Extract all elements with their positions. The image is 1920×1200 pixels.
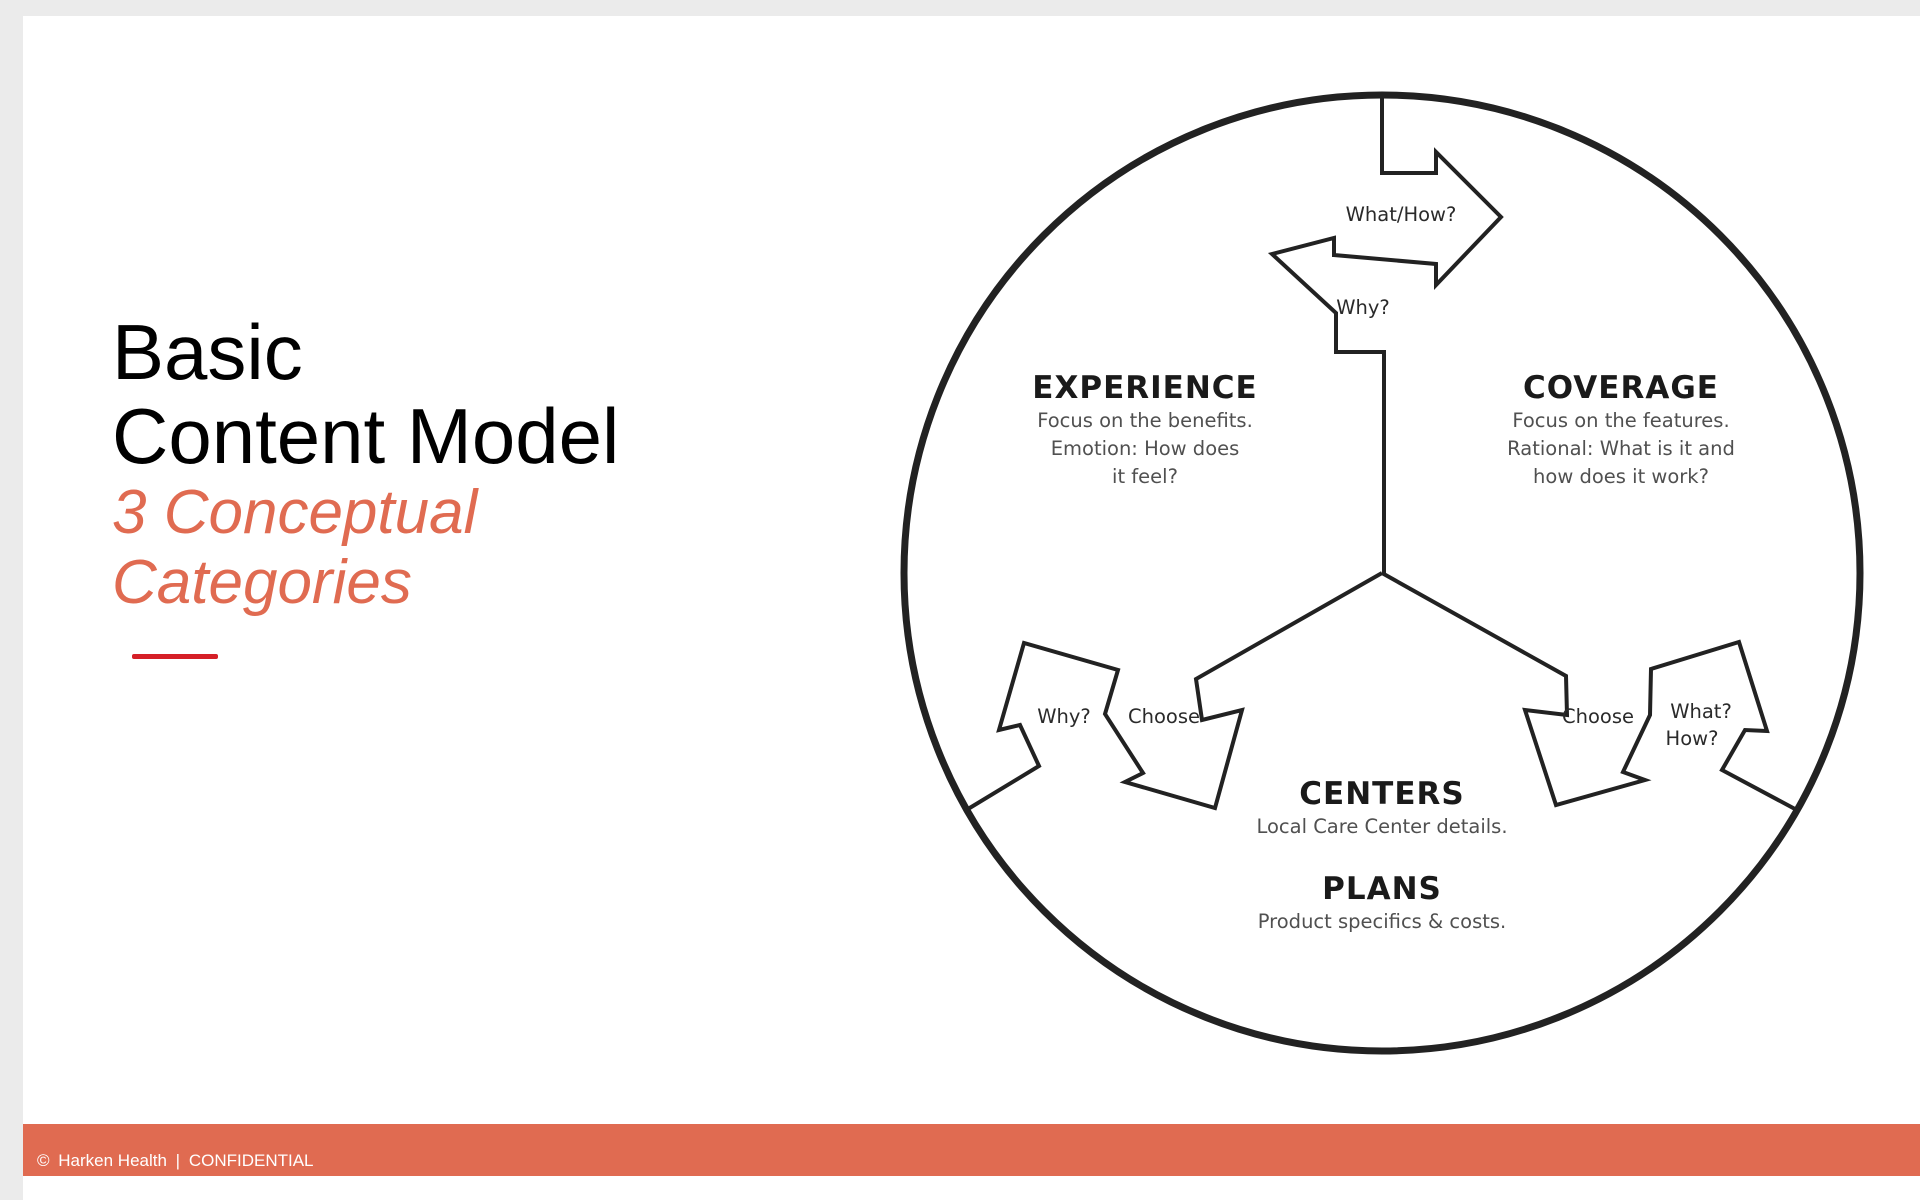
divider-top-arrow-left [1267,235,1386,573]
footer-separator: | [175,1151,181,1170]
arrow-label-choose-left: Choose [1128,705,1200,728]
section-line-experience-1: Focus on the benefits. [1037,409,1253,432]
footer-company: Harken Health [58,1151,167,1170]
divider-right-branch [1381,571,1796,811]
title-line-2: Content Model [112,392,620,480]
slide-canvas [23,16,1920,1200]
subtitle-line-1: 3 Conceptual [112,478,478,547]
arrow-label-how-right: How? [1666,727,1719,750]
section-heading-experience: EXPERIENCE [1032,370,1257,406]
footer-confidential-label: CONFIDENTIAL [188,1151,314,1170]
divider-left-branch [966,571,1383,811]
title-line-1: Basic [112,308,303,396]
footer-text: © Harken Health | CONFIDENTIAL [37,1151,318,1171]
arrow-label-why-top: Why? [1336,296,1390,319]
section-line-coverage-3: how does it work? [1533,465,1709,488]
arrow-label-why-left: Why? [1037,705,1091,728]
footer-band [23,1124,1920,1176]
section-heading-plans: PLANS [1322,871,1442,907]
title-block: Basic Content Model 3 Conceptual Categor… [112,310,619,618]
section-line-experience-2: Emotion: How does [1051,437,1240,460]
section-heading-centers: CENTERS [1299,776,1464,812]
section-line-experience-3: it feel? [1112,465,1178,488]
arrow-label-what-right: What? [1670,700,1732,723]
diagram-outer-circle [900,91,1864,1055]
content-model-diagram: EXPERIENCE Focus on the benefits. Emotio… [900,91,1864,1055]
subtitle-line-2: Categories [112,548,412,617]
section-line-coverage-2: Rational: What is it and [1507,437,1735,460]
section-line-coverage-1: Focus on the features. [1512,409,1729,432]
title-underline-rule [132,654,218,659]
copyright-symbol: © [37,1151,50,1170]
divider-top-arrow-right [1332,96,1504,290]
arrow-label-choose-right: Choose [1562,705,1634,728]
section-line-centers-1: Local Care Center details. [1256,815,1507,838]
arrow-label-what-how: What/How? [1346,203,1457,226]
section-line-plans-1: Product specifics & costs. [1258,910,1507,933]
section-heading-coverage: COVERAGE [1523,370,1719,406]
